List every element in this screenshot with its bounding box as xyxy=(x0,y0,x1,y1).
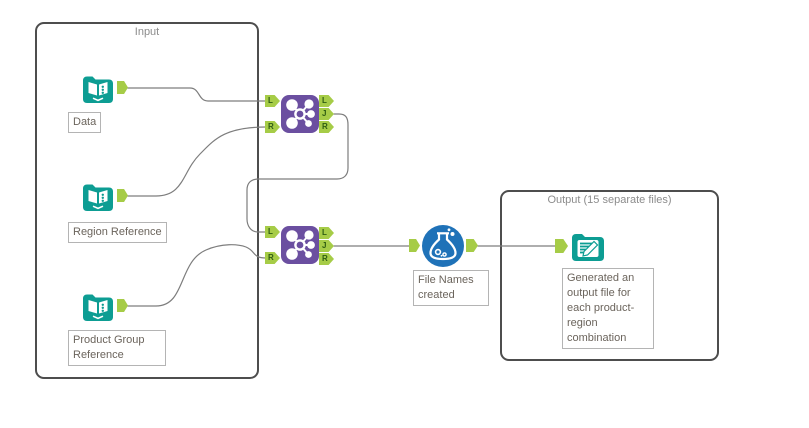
input-data-book-icon xyxy=(83,184,113,211)
container-output[interactable]: Output (15 separate files) xyxy=(500,190,719,361)
tool-input-product[interactable] xyxy=(80,288,116,324)
tool-join-2[interactable] xyxy=(281,226,319,264)
connection-data-to-join1-L[interactable] xyxy=(127,87,267,102)
join-icon xyxy=(281,226,319,264)
annotation-output[interactable]: Generated an output file for each produc… xyxy=(562,268,654,349)
container-input-title: Input xyxy=(134,26,160,38)
tool-formula[interactable] xyxy=(421,224,465,268)
container-input[interactable]: Input xyxy=(35,22,259,379)
connection-region-to-join1-R[interactable] xyxy=(127,126,267,197)
output-data-icon xyxy=(572,234,604,261)
anchor-join1-input-L[interactable]: L xyxy=(265,95,280,107)
anchor-region-output[interactable] xyxy=(117,189,128,202)
anchor-join2-output-L[interactable]: L xyxy=(319,227,334,239)
anchor-product-output[interactable] xyxy=(117,299,128,312)
connection-product-to-join2-R[interactable] xyxy=(127,244,267,307)
annotation-formula[interactable]: File Names created xyxy=(413,270,489,306)
anchor-join1-output-L[interactable]: L xyxy=(319,95,334,107)
anchor-data-output[interactable] xyxy=(117,81,128,94)
anchor-join1-input-R[interactable]: R xyxy=(265,121,280,133)
tool-input-region[interactable] xyxy=(80,178,116,214)
anchor-join2-output-J[interactable]: J xyxy=(319,240,334,252)
input-data-book-icon xyxy=(83,294,113,321)
tool-input-data[interactable] xyxy=(80,70,116,106)
anchor-output-input[interactable] xyxy=(555,239,568,253)
container-output-title: Output (15 separate files) xyxy=(547,194,672,206)
annotation-region[interactable]: Region Reference xyxy=(68,222,167,243)
annotation-data[interactable]: Data xyxy=(68,112,102,133)
anchor-join2-input-R[interactable]: R xyxy=(265,252,280,264)
anchor-join2-output-R[interactable]: R xyxy=(319,253,334,265)
input-data-book-icon xyxy=(83,76,113,103)
tool-output-data[interactable] xyxy=(569,227,607,265)
anchor-formula-output[interactable] xyxy=(466,239,478,252)
connection-join1-J-to-join2-L[interactable] xyxy=(246,113,349,233)
anchor-formula-input[interactable] xyxy=(409,239,420,252)
anchor-join1-output-R[interactable]: R xyxy=(319,121,334,133)
formula-flask-icon xyxy=(422,225,464,267)
anchor-join2-input-L[interactable]: L xyxy=(265,226,280,238)
anchor-join1-output-J[interactable]: J xyxy=(319,108,334,120)
join-icon xyxy=(281,95,319,133)
annotation-product[interactable]: Product Group Reference xyxy=(68,330,166,366)
tool-join-1[interactable] xyxy=(281,95,319,133)
